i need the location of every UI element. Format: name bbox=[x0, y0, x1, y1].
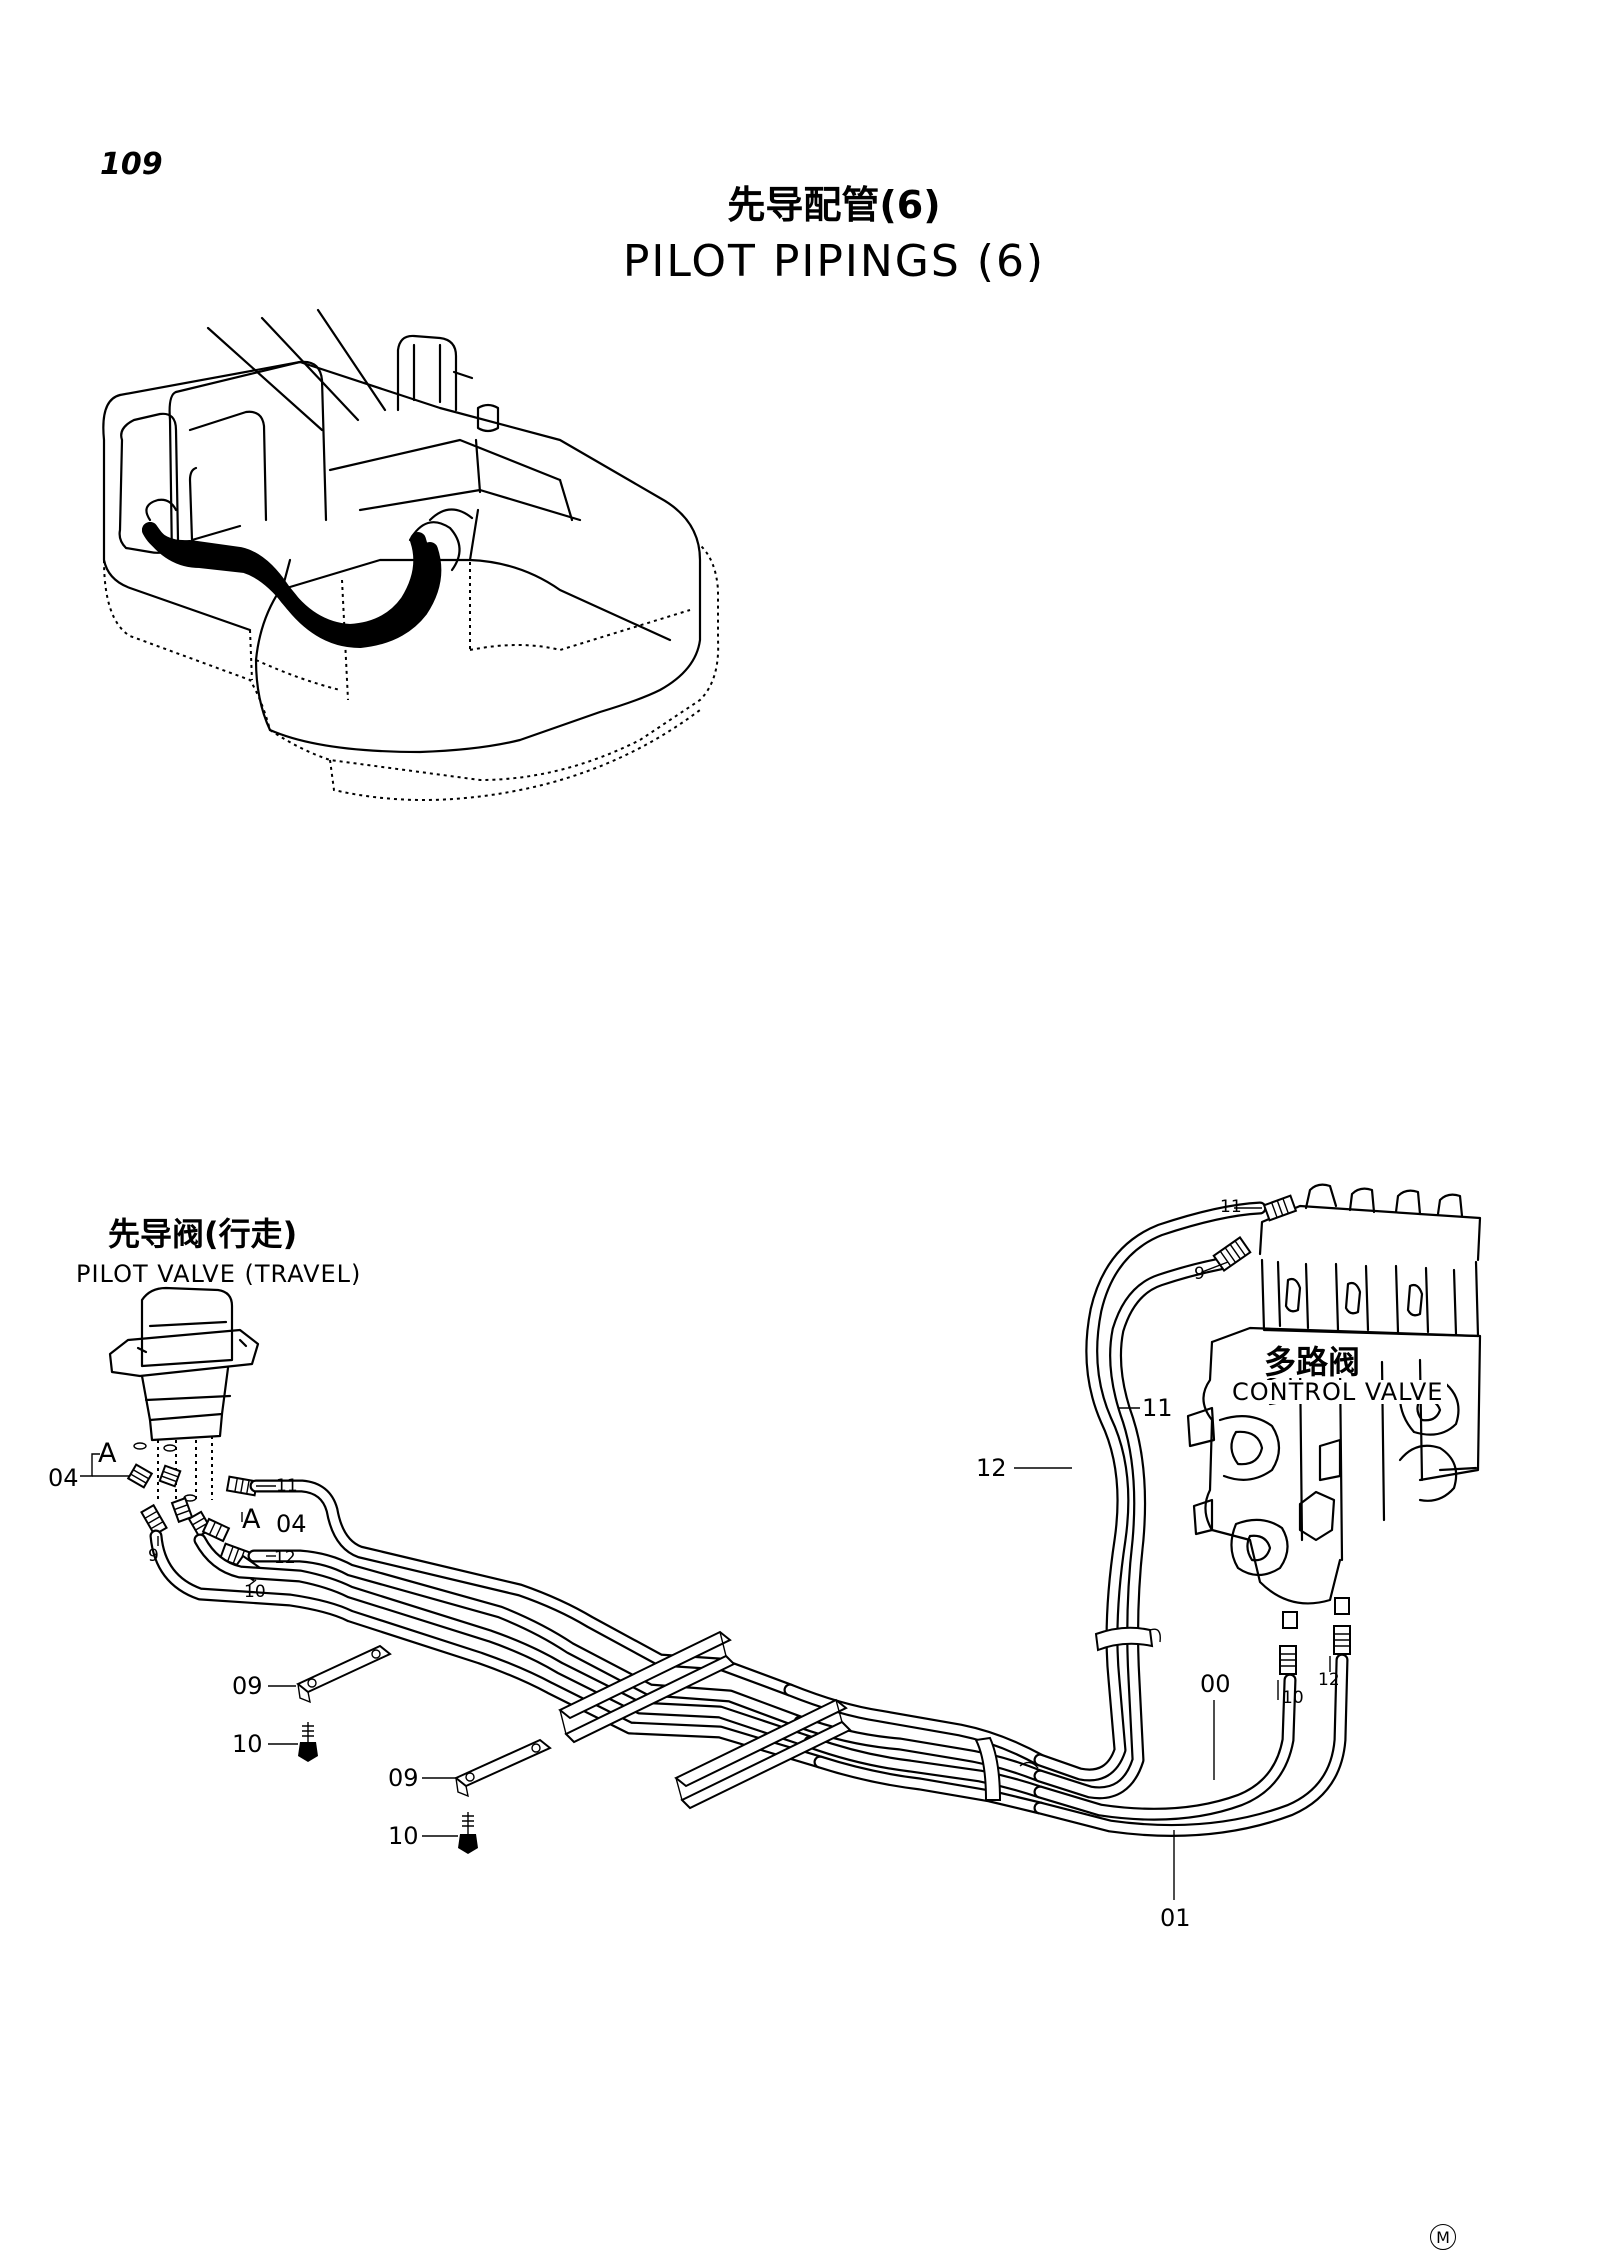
control-valve-label: CONTROL VALVE bbox=[1228, 1380, 1448, 1404]
pilot-valve-label: PILOT VALVE (TRAVEL) bbox=[76, 1260, 362, 1288]
section-marker-a: A bbox=[98, 1438, 117, 1469]
callout-11-control: 11 bbox=[1220, 1197, 1242, 1217]
callout-9-pilot: 9 bbox=[148, 1546, 159, 1566]
control-valve-fittings bbox=[1212, 1194, 1351, 1675]
page-title: PILOT PIPINGS (6) bbox=[622, 236, 1046, 287]
callout-09-upper: 09 bbox=[232, 1672, 263, 1700]
pilot-hose-bundle bbox=[149, 1479, 1047, 1815]
callout-9-control: 9 bbox=[1194, 1264, 1205, 1284]
plate-09-lower bbox=[454, 1738, 552, 1798]
callout-11-pilot: 11 bbox=[276, 1476, 298, 1496]
leader-lines bbox=[80, 1207, 1331, 1900]
callout-09-lower: 09 bbox=[388, 1764, 419, 1792]
callout-12-pilot: 12 bbox=[274, 1548, 296, 1568]
callout-10-upper: 10 bbox=[232, 1730, 263, 1758]
plate-09-upper bbox=[296, 1644, 392, 1704]
control-valve-label-chinese: 多路阀 bbox=[1260, 1346, 1365, 1378]
section-marker-a: A bbox=[242, 1504, 261, 1535]
page-number: 109 bbox=[100, 147, 163, 182]
callout-01: 01 bbox=[1160, 1904, 1191, 1932]
bolt-10-upper bbox=[298, 1722, 318, 1762]
callout-11-hose: 11 bbox=[1142, 1394, 1173, 1422]
excavator-overview-illustration bbox=[102, 308, 720, 801]
callout-04-right: 04 bbox=[276, 1510, 307, 1538]
callout-10-lower: 10 bbox=[388, 1822, 419, 1850]
corner-mark: M bbox=[1430, 2224, 1456, 2250]
bolt-10-lower bbox=[458, 1812, 478, 1854]
callout-10-control: 10 bbox=[1282, 1688, 1304, 1708]
pilot-valve-label-chinese: 先导阀(行走) bbox=[108, 1215, 298, 1253]
control-valve-illustration bbox=[1186, 1183, 1482, 1605]
page-title-chinese: 先导配管(6) bbox=[727, 183, 941, 227]
pilot-valve-travel-illustration bbox=[108, 1286, 260, 1502]
callout-12-control: 12 bbox=[1318, 1670, 1340, 1690]
pilot-valve-fittings bbox=[126, 1463, 263, 1582]
control-valve-hose-bundle bbox=[974, 1201, 1349, 1837]
callout-04-left: 04 bbox=[48, 1464, 79, 1492]
callout-12-hose: 12 bbox=[976, 1454, 1007, 1482]
callout-10-pilot: 10 bbox=[244, 1582, 266, 1602]
callout-00: 00 bbox=[1200, 1670, 1231, 1698]
clamp-rails bbox=[558, 1630, 852, 1810]
